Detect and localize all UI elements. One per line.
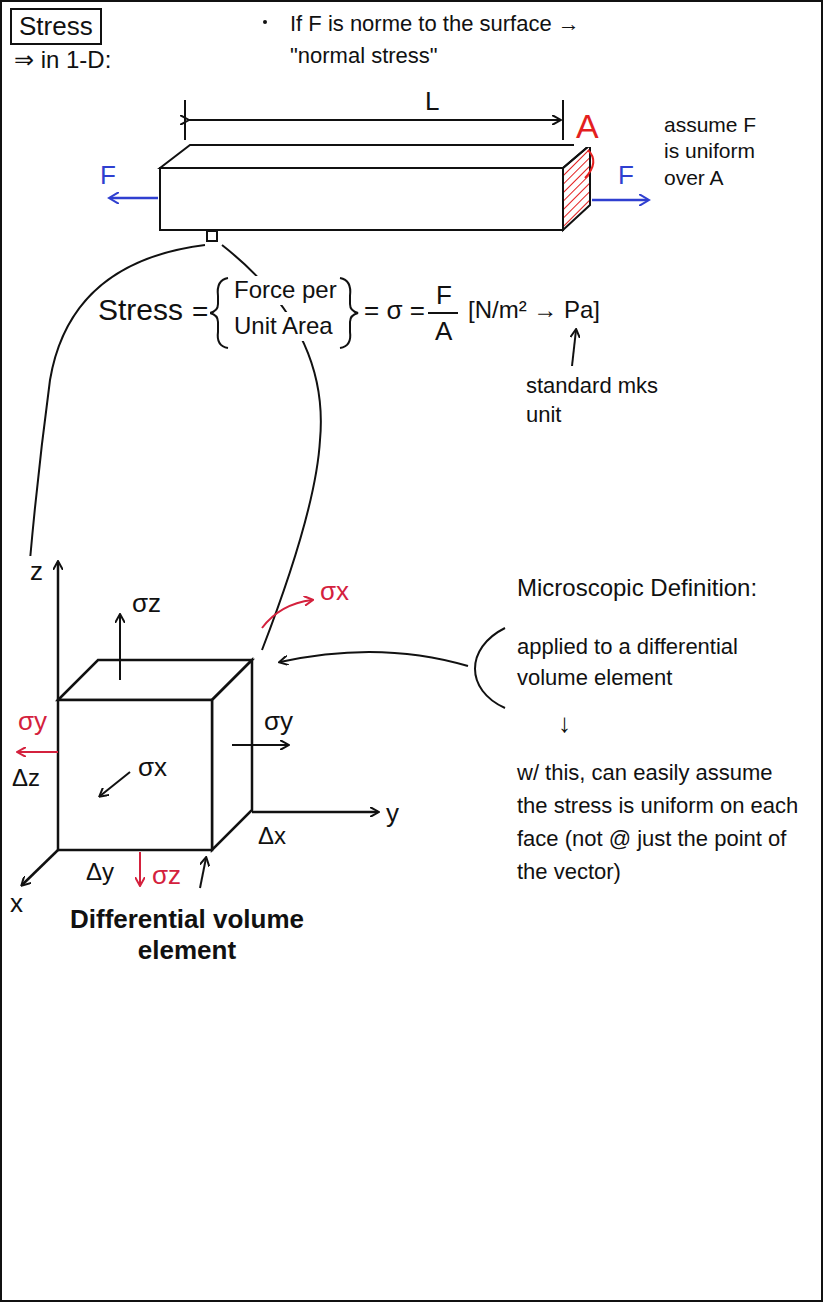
title-box: Stress (10, 8, 102, 45)
zoom-line (30, 245, 205, 560)
formula-symbol: A (433, 316, 454, 347)
pointer-arrow (280, 652, 468, 666)
formula-symbol: = (190, 295, 210, 329)
area-pointer (585, 150, 593, 178)
formula-symbol: = σ = (362, 295, 427, 326)
dimension-label: L (423, 86, 441, 117)
force-label: F (98, 160, 118, 191)
area-label: A (574, 106, 601, 147)
drawing-stroke (212, 660, 252, 850)
note-text: standard mks unit (524, 372, 668, 429)
drawing-stroke (57, 562, 60, 700)
drawing-stroke (232, 744, 288, 746)
bar-sketch (160, 145, 590, 241)
force-arrow (592, 199, 648, 202)
drawing-stroke (188, 119, 560, 121)
drawing-stroke (563, 145, 590, 230)
drawing-stroke (100, 772, 130, 796)
stress-label: σx (136, 752, 169, 783)
drawing-stroke (160, 168, 563, 230)
note-text: w/ this, can easily assume the stress is… (515, 756, 809, 888)
drawing-stroke (58, 700, 212, 850)
drawing-stroke (184, 100, 186, 140)
force-arrow (110, 197, 158, 200)
drawing-stroke (160, 145, 590, 168)
stress-label: σx (318, 576, 351, 607)
note-text: If F is norme to the surface → "normal s… (288, 8, 582, 72)
note-text: applied to a differential volume element (515, 632, 809, 694)
formula-term: Force per (232, 276, 339, 305)
fraction-bar (428, 312, 458, 314)
stress-label: σy (262, 706, 295, 737)
drawing-stroke (252, 811, 378, 814)
drawing-stroke (139, 852, 141, 885)
drawing-stroke (200, 858, 206, 888)
brace (340, 278, 358, 348)
note-text: assume F is uniform over A (662, 112, 770, 191)
stress-label: σz (150, 860, 183, 891)
stress-label: σz (130, 588, 163, 619)
stress-label: σy (16, 706, 49, 737)
leader-arrow (572, 330, 576, 366)
zoom-line (222, 245, 321, 650)
figure-caption: Differential volume element (50, 904, 324, 966)
formula-term: Stress (96, 292, 185, 328)
drawing-stroke (18, 751, 58, 753)
stress-arrows (100, 615, 288, 888)
dimension-label: Δx (256, 822, 288, 851)
drawing-stroke (22, 850, 58, 885)
drawing-stroke (562, 100, 564, 140)
drawing-stroke (207, 231, 217, 241)
axis-label: y (384, 798, 401, 829)
flow-arrow: ↓ (556, 708, 573, 739)
added-stress-arrows (18, 600, 312, 885)
formula-term: Unit Area (232, 312, 335, 341)
section-heading: Microscopic Definition: (515, 574, 759, 603)
dimension-label: Δz (10, 764, 42, 793)
formula-symbol: F (434, 280, 454, 311)
dimension-line (185, 100, 563, 140)
drawing-stroke (262, 600, 312, 628)
force-label: F (616, 160, 636, 191)
volume-element (58, 660, 252, 850)
dimension-label: Δy (84, 858, 116, 887)
bracket (475, 628, 505, 708)
axis-label: z (28, 556, 45, 587)
drawing-stroke (119, 615, 121, 680)
bullet-dot (263, 20, 267, 24)
axes (22, 562, 378, 885)
axis-label: x (8, 888, 25, 919)
brace (210, 278, 228, 348)
unit-label: [N/m² → Pa] (466, 296, 602, 325)
section-note: ⇒ in 1-D: (12, 46, 113, 75)
